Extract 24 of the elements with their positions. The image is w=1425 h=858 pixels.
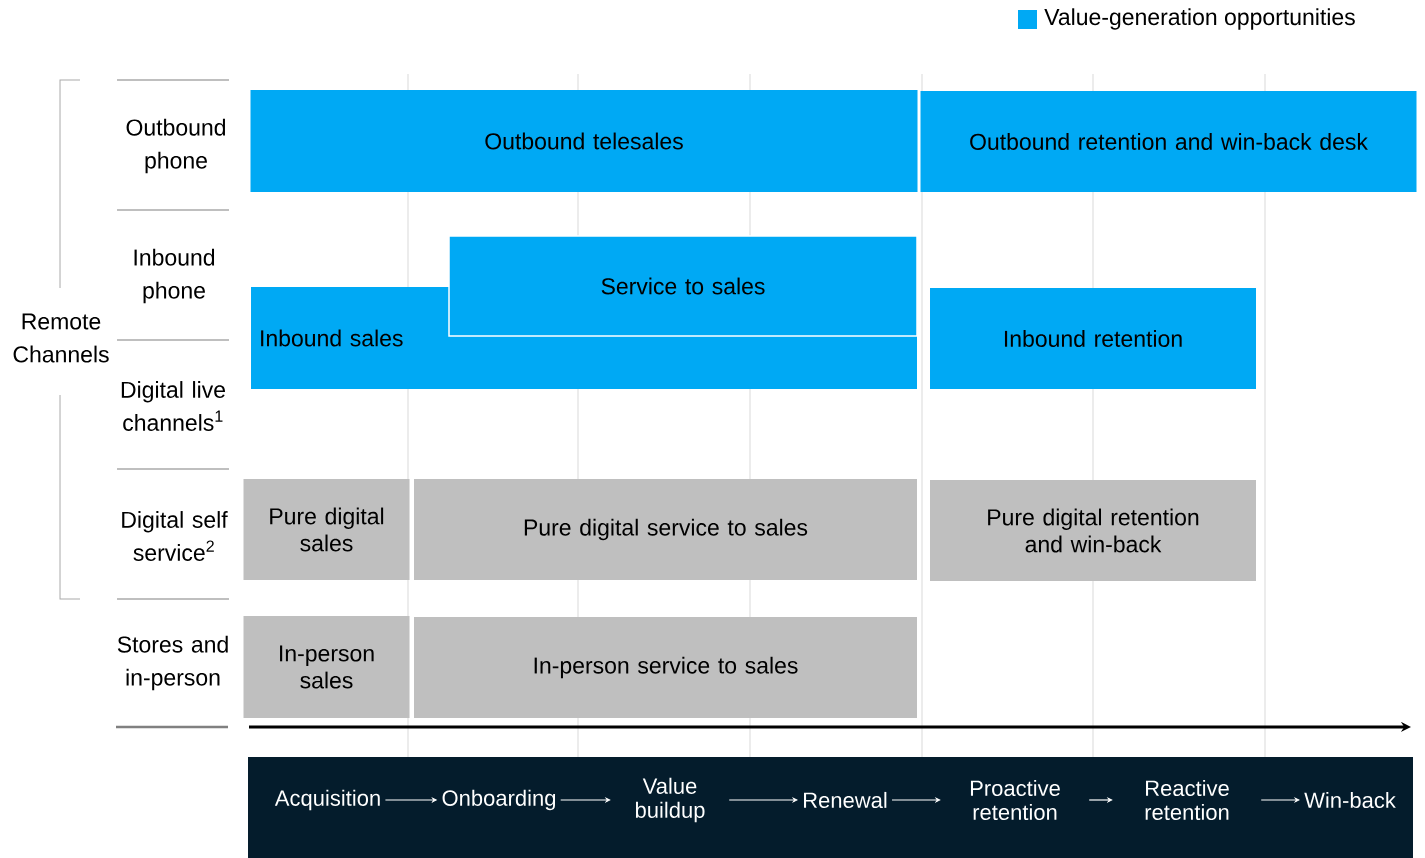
group-label: Remote Channels <box>13 313 109 363</box>
stage-label: Renewal <box>804 791 887 809</box>
stage-label: Proactive retention <box>970 779 1060 821</box>
opportunity-box: Outbound retention and win-back desk <box>920 91 1417 192</box>
legend-label: Value-generation opportunities <box>1044 8 1355 30</box>
row-label: Inbound phone <box>134 248 215 304</box>
stage-label: Acquisition <box>274 789 380 811</box>
opportunity-box: In-person sales <box>243 616 410 718</box>
row-label: Stores and in-person <box>117 635 228 691</box>
opportunity-box: In-person service to sales <box>414 617 917 718</box>
opportunity-box: Inbound retention <box>930 288 1256 389</box>
opportunity-box: Outbound telesales <box>250 90 918 192</box>
stage-label: Win-back <box>1304 791 1396 809</box>
row-label: Digital self service$^{2}$ <box>122 511 228 561</box>
row-label: Outbound phone <box>126 118 226 174</box>
opportunity-box: Service to sales <box>448 235 918 337</box>
node-label: Inbound sales <box>261 329 403 347</box>
stage-label: Reactive retention <box>1145 779 1229 821</box>
opportunity-box: Pure digital service to sales <box>414 479 917 580</box>
opportunity-box: Pure digital retention and win-back <box>930 480 1256 581</box>
stage-label: Onboarding <box>442 789 556 811</box>
opportunity-box: Pure digital sales <box>243 479 410 580</box>
row-label: Digital live channels$^{1}$ <box>121 381 225 431</box>
stage-label: Value buildup <box>635 777 705 823</box>
